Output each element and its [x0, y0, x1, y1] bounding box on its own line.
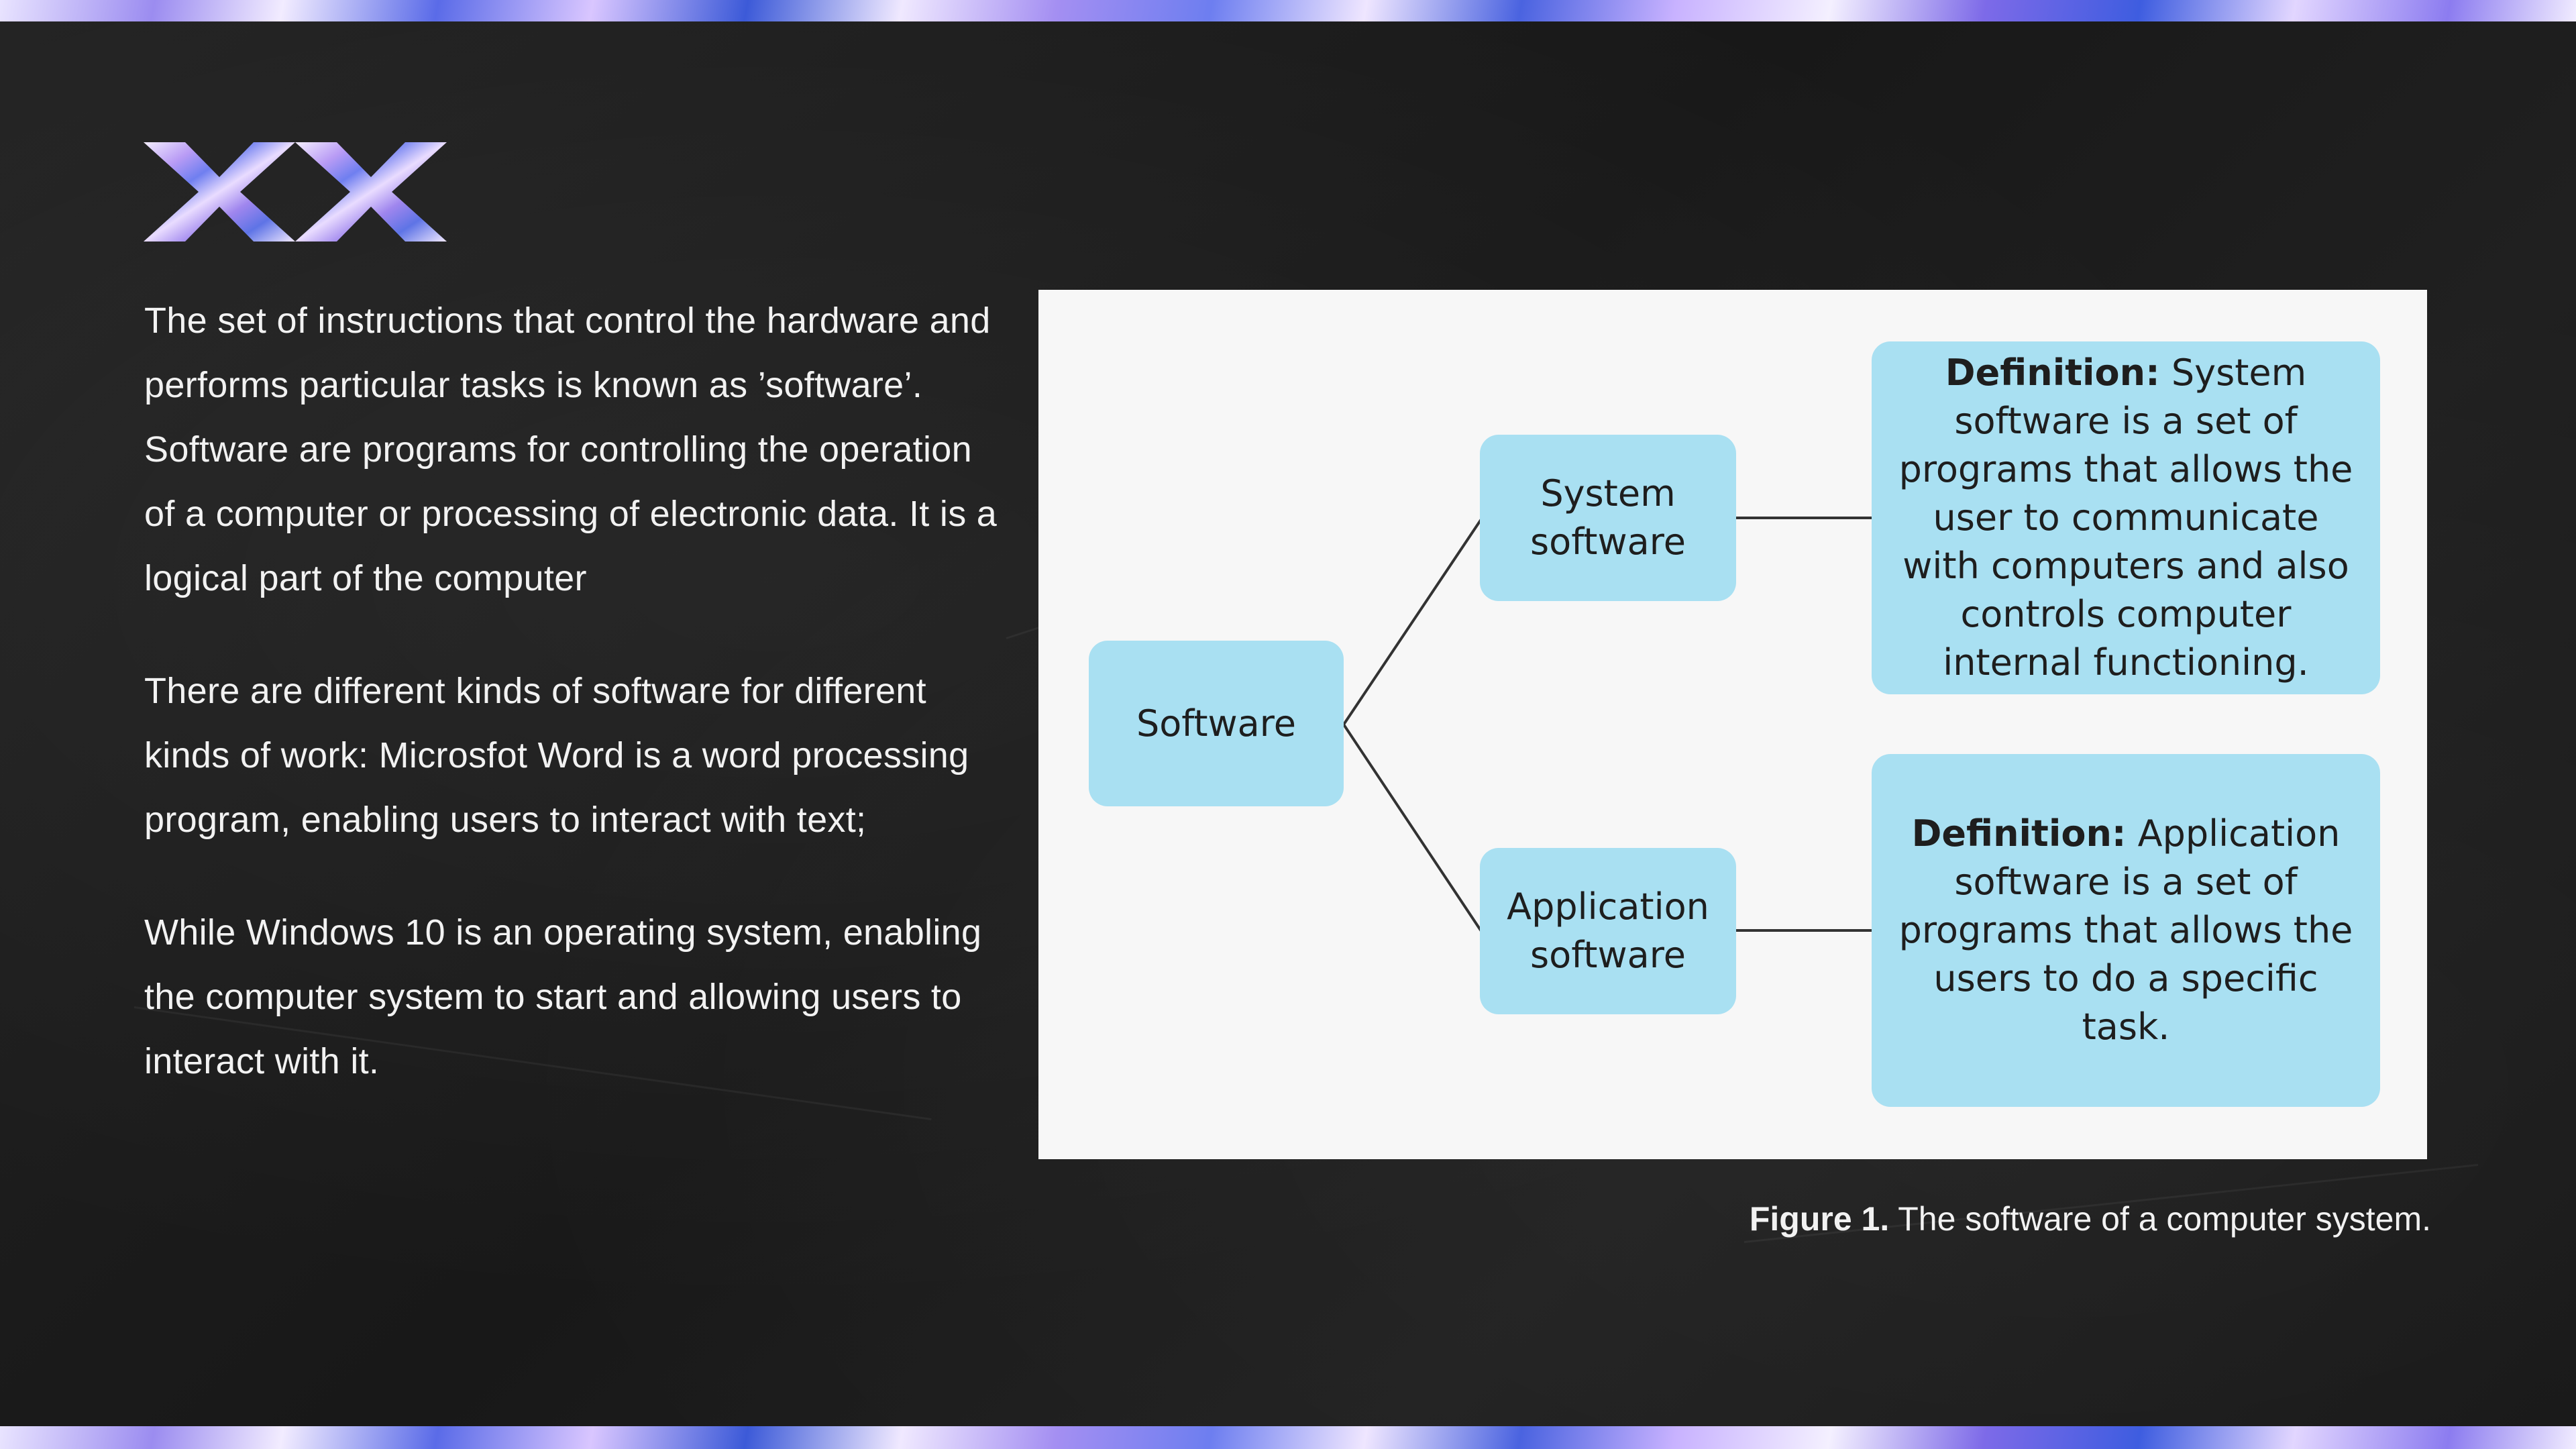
software-diagram: Software System software Application sof…	[1038, 290, 2427, 1159]
body-paragraph-1: The set of instructions that control the…	[144, 301, 998, 598]
application-definition-label: Definition:	[1911, 812, 2127, 855]
figure-caption-text: The software of a computer system.	[1898, 1200, 2431, 1238]
connector-root-to-system	[1342, 518, 1483, 726]
decorative-top-band	[0, 0, 2576, 21]
body-text: The set of instructions that control the…	[144, 288, 1003, 1142]
application-definition-text: Definition: Application software is a se…	[1898, 810, 2353, 1051]
body-paragraph-3: While Windows 10 is an operating system,…	[144, 912, 982, 1081]
node-application-software: Application software	[1480, 848, 1736, 1014]
system-definition-body: System software is a set of programs tha…	[1898, 352, 2353, 684]
node-application-definition: Definition: Application software is a se…	[1872, 754, 2380, 1107]
node-software-label: Software	[1136, 702, 1297, 745]
system-definition-text: Definition: System software is a set of …	[1898, 349, 2353, 687]
connector-root-to-application	[1342, 723, 1483, 932]
node-system-software: System software	[1480, 435, 1736, 601]
node-system-definition: Definition: System software is a set of …	[1872, 341, 2380, 694]
decorative-bottom-band	[0, 1426, 2576, 1449]
diagram-connectors	[1342, 517, 1872, 932]
figure-caption-label: Figure 1.	[1749, 1200, 1890, 1238]
node-software: Software	[1089, 641, 1344, 806]
node-application-software-label: Application software	[1507, 885, 1709, 976]
figure-caption: Figure 1. The software of a computer sys…	[1750, 1199, 2431, 1238]
application-definition-body: Application software is a set of program…	[1898, 812, 2353, 1048]
system-definition-label: Definition:	[1945, 352, 2160, 394]
node-system-software-label: System software	[1530, 472, 1686, 563]
body-paragraph-2: There are different kinds of software fo…	[144, 671, 969, 840]
title-mark-xx	[144, 142, 447, 241]
